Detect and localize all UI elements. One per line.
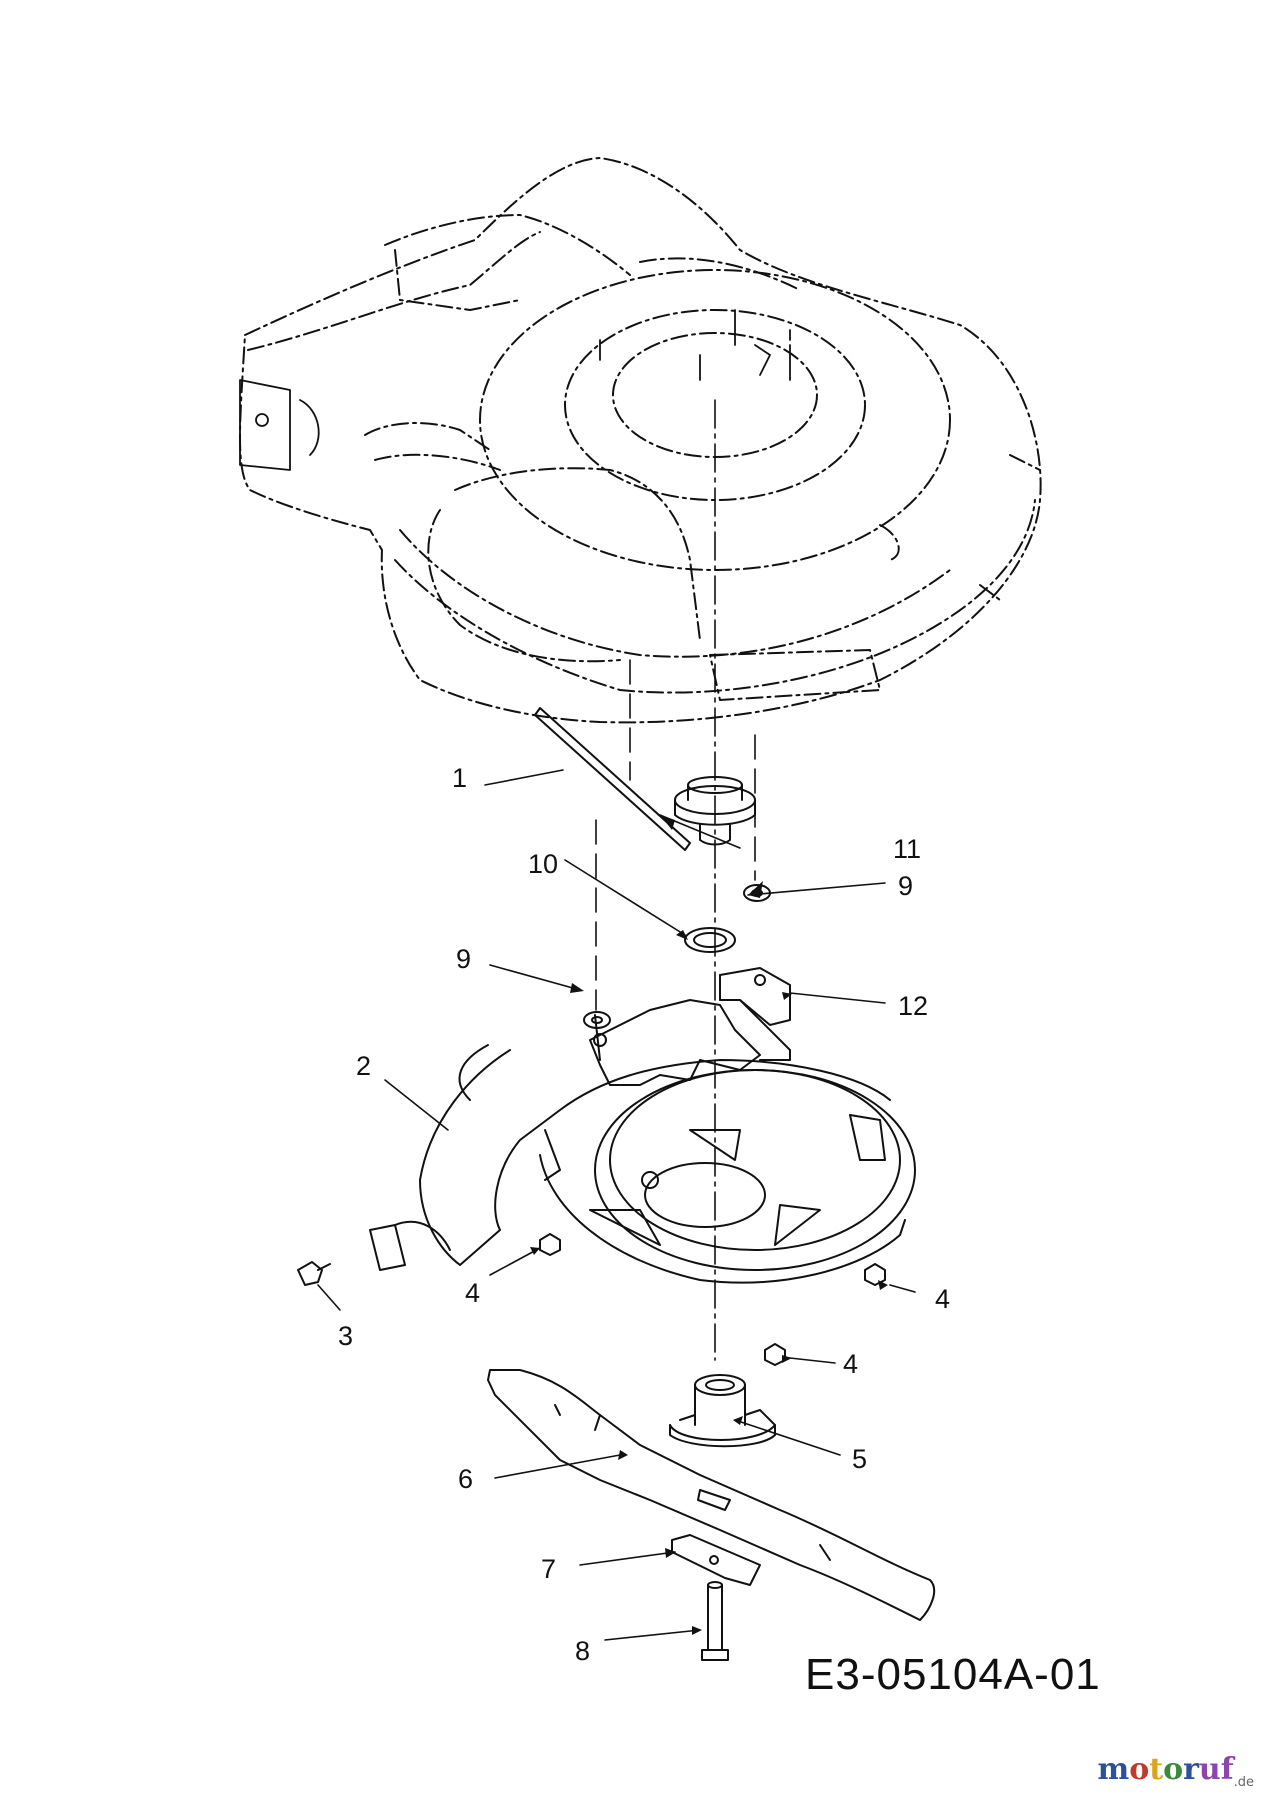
document-number: E3-05104A-01	[805, 1650, 1101, 1699]
nut-4a-part	[539, 1233, 561, 1256]
callout-6: 6	[458, 1464, 473, 1494]
callout-5: 5	[852, 1444, 867, 1474]
callout-1: 1	[452, 763, 467, 793]
rod-part	[534, 707, 691, 851]
callout-9-right: 9	[898, 871, 913, 901]
callout-12: 12	[898, 991, 928, 1021]
callout-4a: 4	[465, 1278, 480, 1308]
deck-housing	[239, 157, 1042, 724]
deck-bracket	[239, 309, 791, 471]
mount-bracket-part	[719, 967, 791, 1061]
shaft-adapter-part	[674, 776, 756, 846]
nut-4b-part	[864, 1263, 886, 1286]
baffle-part	[369, 999, 916, 1284]
callout-8: 8	[575, 1636, 590, 1666]
callout-4c: 4	[843, 1349, 858, 1379]
callout-3: 3	[338, 1321, 353, 1351]
callout-10: 10	[528, 849, 558, 879]
spring-clip-part	[684, 927, 736, 953]
callout-2: 2	[356, 1051, 371, 1081]
callout-4b: 4	[935, 1284, 950, 1314]
watermark-logo: motoruf.de	[1097, 1752, 1254, 1790]
leader-lines	[317, 769, 916, 1641]
bolt-3-part	[297, 1261, 331, 1286]
callout-9-left: 9	[456, 944, 471, 974]
watermark-suffix: .de	[1233, 1775, 1254, 1790]
callout-11: 11	[893, 834, 921, 864]
blade-adapter-part	[669, 1374, 776, 1448]
arrowheads	[530, 815, 888, 1635]
callout-7: 7	[541, 1554, 556, 1584]
blade-bolt-part	[701, 1581, 729, 1661]
blade-part	[487, 1369, 936, 1621]
